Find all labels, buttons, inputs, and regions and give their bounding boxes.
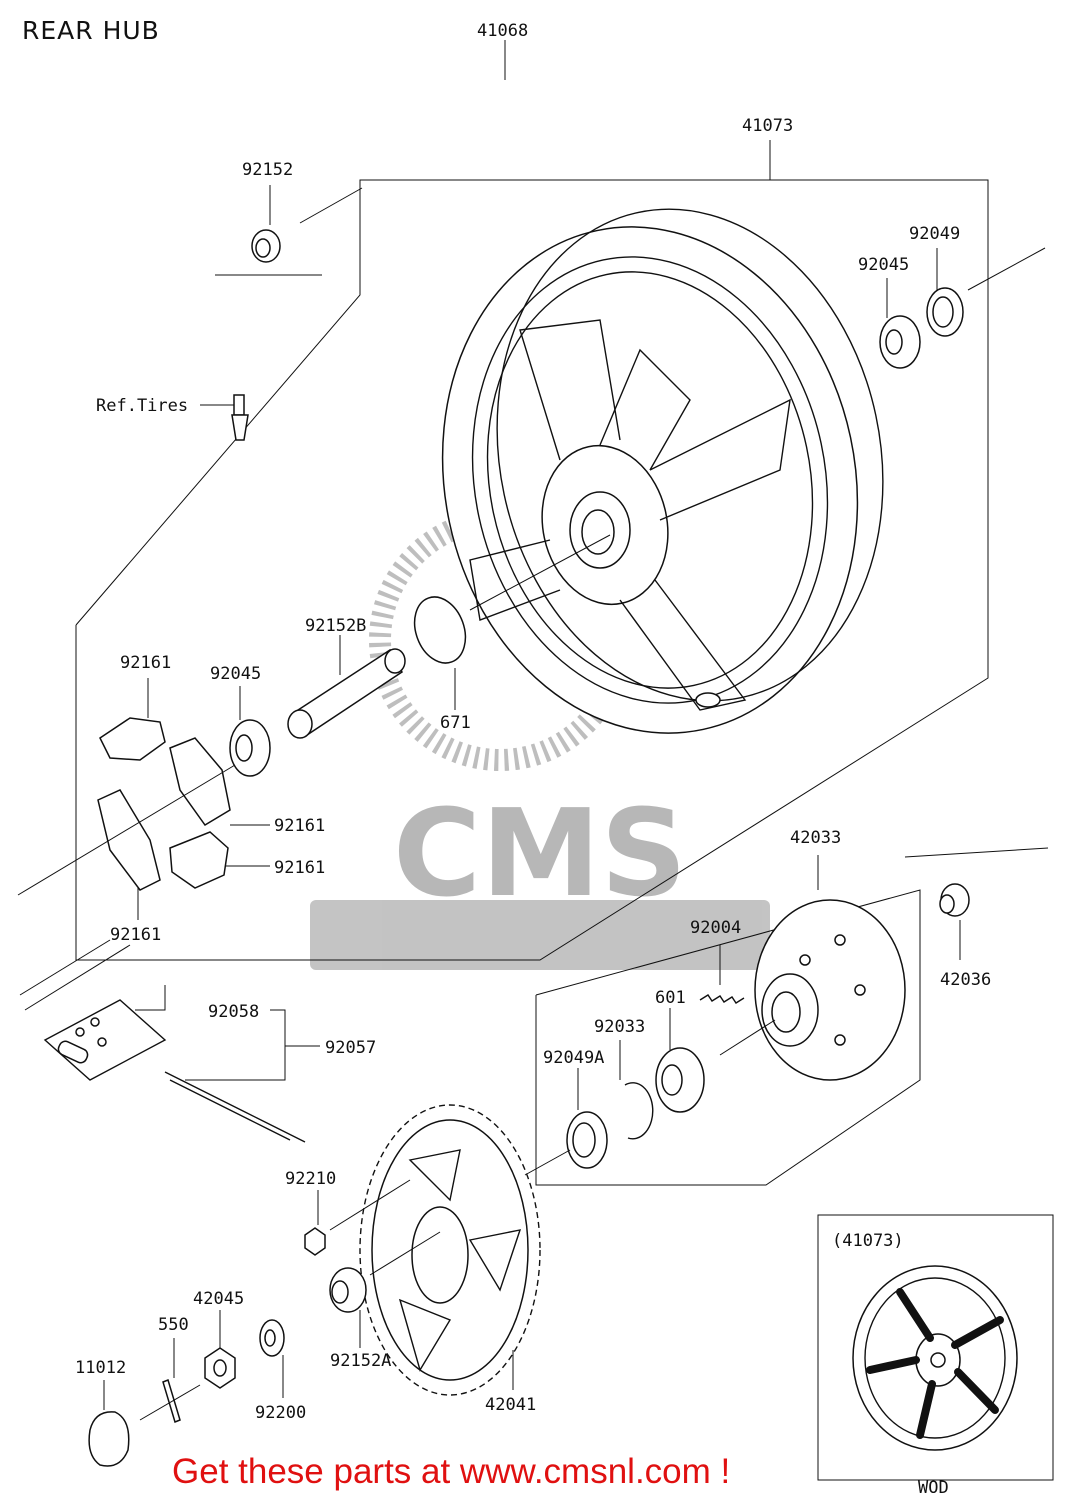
label-550: 550 [158, 1315, 189, 1335]
label-92058: 92058 [208, 1002, 259, 1022]
bearing-92045-mid [229, 686, 271, 777]
sprocket-42041 [359, 1104, 541, 1396]
cotter-pin-550 [139, 1338, 201, 1424]
nut-92210 [304, 1179, 411, 1256]
seal-92049A [524, 1068, 608, 1176]
label-92152B: 92152B [305, 616, 366, 636]
label-92161-c: 92161 [274, 858, 325, 878]
label-92033: 92033 [594, 1017, 645, 1037]
label-42041: 42041 [485, 1395, 536, 1415]
label-42045: 42045 [193, 1289, 244, 1309]
o-ring-671 [413, 534, 611, 710]
inset-code: WOD [918, 1478, 949, 1498]
bearing-92045-top [879, 278, 921, 369]
watermark-text: CMS [393, 785, 687, 924]
page-title: REAR HUB [22, 16, 160, 45]
cap-11012 [88, 1380, 130, 1467]
label-42036: 42036 [940, 970, 991, 990]
label-92210: 92210 [285, 1169, 336, 1189]
label-ref-tires: Ref.Tires [96, 396, 188, 416]
label-92152: 92152 [242, 160, 293, 180]
seal-92049 [926, 247, 1046, 337]
label-92045-top: 92045 [858, 255, 909, 275]
part-labels: 41068 41073 92152 92049 92045 Ref.Tires … [75, 21, 991, 1498]
inset-wheel [852, 1265, 1018, 1451]
label-41073: 41073 [742, 116, 793, 136]
label-92161-a: 92161 [120, 653, 171, 673]
tire-valve [200, 394, 249, 441]
bearing-601 [655, 1008, 705, 1113]
wheel-41073 [441, 208, 884, 734]
label-11012: 11012 [75, 1358, 126, 1378]
label-92152A: 92152A [330, 1351, 391, 1371]
label-42033: 42033 [790, 828, 841, 848]
circlip-92033 [619, 1040, 654, 1140]
label-92045-mid: 92045 [210, 664, 261, 684]
inset-label: (41073) [832, 1231, 904, 1251]
label-671: 671 [440, 713, 471, 733]
axle-41068 [299, 15, 771, 224]
label-92161-b: 92161 [274, 816, 325, 836]
label-92049: 92049 [909, 224, 960, 244]
label-92161-d: 92161 [110, 925, 161, 945]
chain-92057 [19, 939, 320, 1143]
nut-42045 [204, 1310, 236, 1389]
damper-group-92161 [17, 678, 270, 920]
label-601: 601 [655, 988, 686, 1008]
collar-42036 [939, 883, 970, 960]
label-92049A: 92049A [543, 1048, 604, 1068]
spring-92004 [699, 945, 745, 1004]
label-92004: 92004 [690, 918, 741, 938]
collar-92152B [287, 635, 406, 739]
hub-42033 [719, 847, 1049, 1081]
label-92057: 92057 [325, 1038, 376, 1058]
inset-frame [817, 1214, 1054, 1481]
collar-92152A [329, 1231, 441, 1348]
footer-link-text[interactable]: Get these parts at www.cmsnl.com ! [172, 1452, 731, 1491]
label-92200: 92200 [255, 1403, 306, 1423]
washer-92200 [259, 1319, 285, 1398]
label-41068: 41068 [477, 21, 528, 41]
collar-92152 [215, 185, 322, 276]
